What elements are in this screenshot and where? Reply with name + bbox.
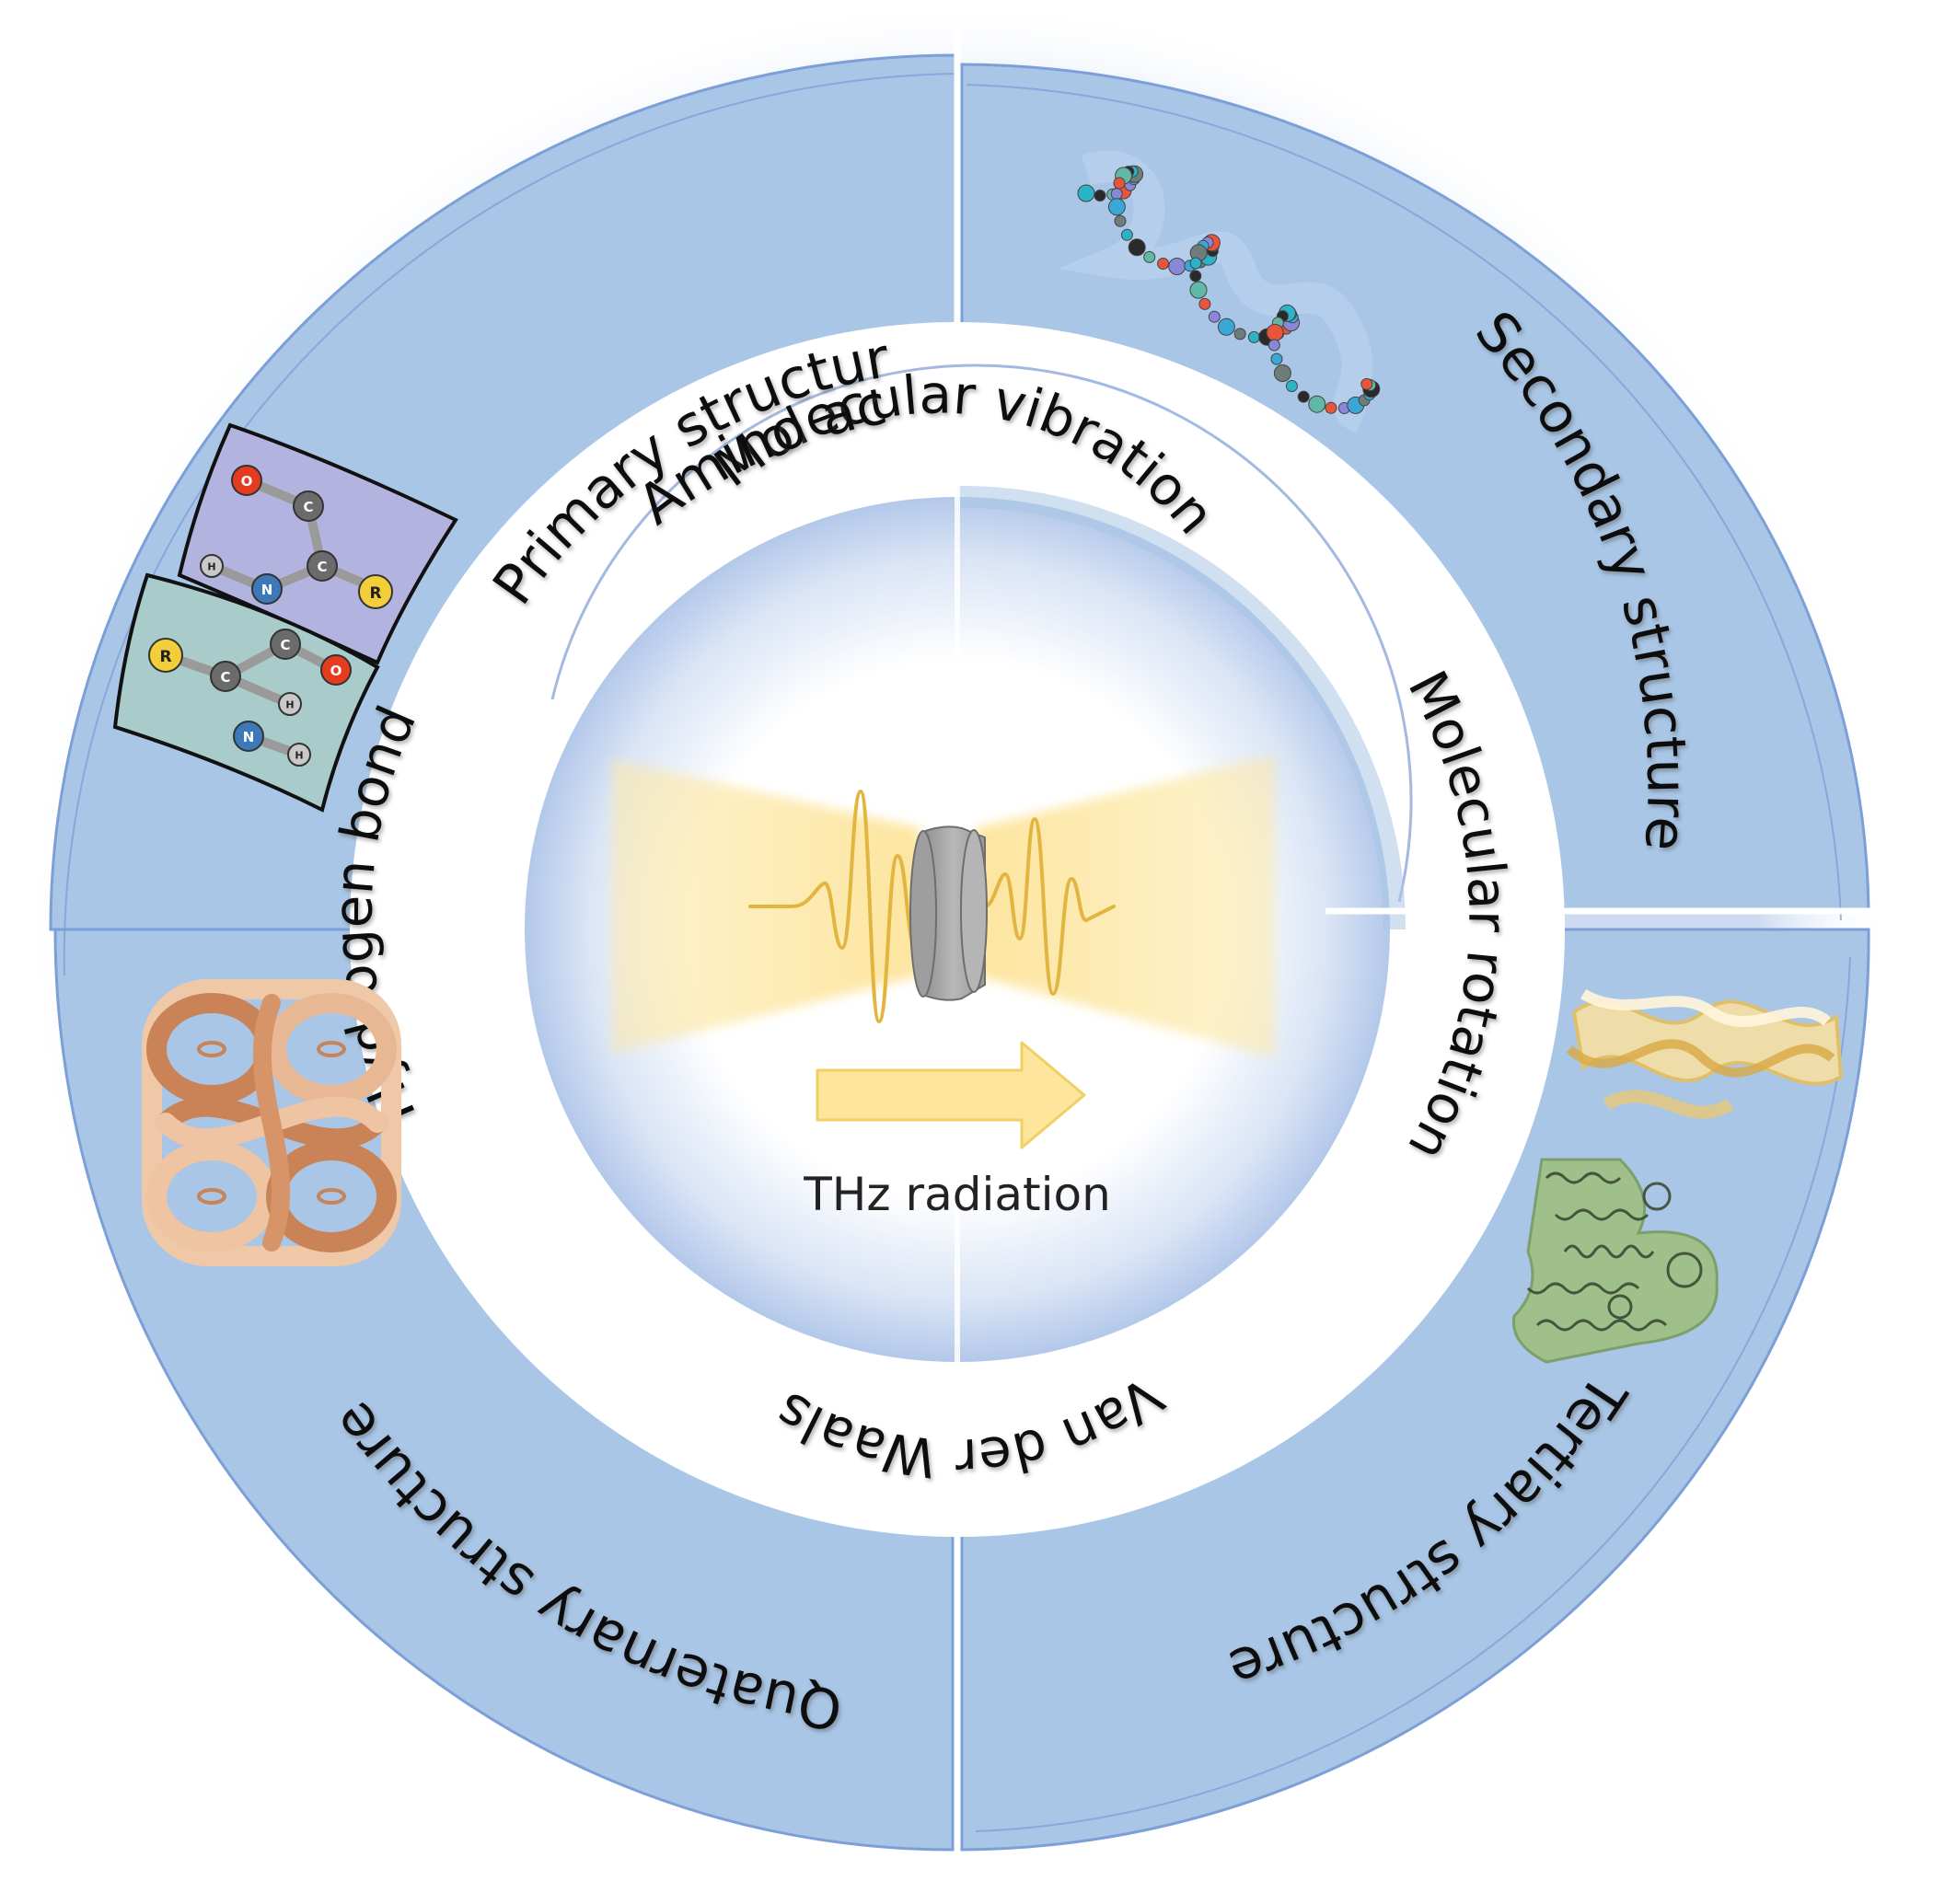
atom-r [148, 638, 183, 673]
atom-n [251, 573, 283, 605]
atom-c [210, 661, 241, 692]
helix-atom [1270, 352, 1283, 365]
quaternary-knot-illustration [142, 979, 401, 1266]
helix-atom [1113, 177, 1126, 190]
tertiary-ribbon-illustration [1511, 988, 1844, 1364]
helix-atom [1273, 364, 1291, 382]
atom-label: N [243, 729, 255, 745]
helix-atom [1267, 339, 1280, 352]
atom-h [287, 743, 311, 767]
atom-o [320, 654, 352, 686]
helix-atom [1120, 228, 1133, 241]
helix-atom [1325, 401, 1337, 414]
sample-disk [909, 825, 988, 1001]
helix-atom [1077, 184, 1095, 202]
atom-label: C [220, 669, 230, 686]
atom-h [278, 692, 302, 716]
atom-label: O [241, 473, 253, 490]
atom-c [307, 550, 338, 582]
helix-atom [1198, 297, 1211, 310]
atom-r [358, 574, 393, 609]
atom-c [270, 629, 301, 660]
thz-illustration: THz radiation [612, 755, 1275, 1221]
thz-wave-incoming [748, 789, 932, 1024]
helix-atom [1308, 395, 1326, 413]
helix-atom [1094, 190, 1106, 202]
atom-label: H [207, 561, 215, 573]
atom-n [233, 721, 264, 752]
atom-label: H [285, 699, 294, 711]
helix-atom [1128, 238, 1146, 257]
atom-label: R [369, 584, 381, 603]
helix-atom [1114, 214, 1127, 227]
atom-label: O [330, 663, 342, 679]
helix-atom [1107, 198, 1126, 216]
thz-radiation-label: THz radiation [803, 1168, 1111, 1221]
helix-atom [1189, 257, 1202, 270]
secondary-helix-illustration [1057, 151, 1381, 433]
helix-atom [1168, 258, 1186, 275]
atom-label: C [317, 559, 327, 575]
direction-arrow [816, 1041, 1086, 1149]
atom-label: R [159, 648, 171, 666]
helix-atom [1233, 328, 1246, 340]
atom-label: C [303, 499, 313, 515]
helix-atom [1208, 310, 1221, 323]
helix-atom [1110, 188, 1123, 201]
helix-atom [1143, 250, 1156, 263]
amino-acid-illustration: O C C N H R R C C O H N H [112, 422, 458, 813]
helix-atom [1157, 258, 1170, 270]
helix-atom [1247, 330, 1260, 343]
atom-o [231, 465, 262, 496]
atom-h [200, 554, 224, 578]
atom-label: N [261, 582, 273, 598]
helix-atom [1360, 377, 1373, 390]
thz-wave-outgoing [983, 816, 1116, 997]
helix-atom [1217, 317, 1235, 336]
atom-label: H [295, 750, 303, 762]
helix-atom [1285, 380, 1298, 392]
helix-atom [1189, 270, 1202, 283]
helix-atom [1266, 323, 1284, 341]
atom-c [293, 490, 324, 522]
helix-atom [1189, 281, 1208, 299]
atom-label: C [280, 637, 290, 653]
helix-atom [1297, 390, 1310, 403]
